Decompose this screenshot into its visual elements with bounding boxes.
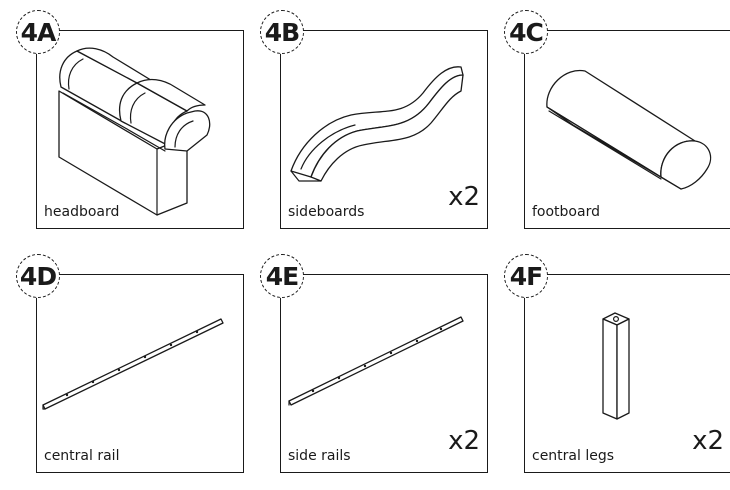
panel-frame — [36, 30, 244, 229]
panel-id-badge: 4D — [16, 254, 60, 298]
panel-frame — [36, 274, 244, 473]
panel-4a: 4A headboard — [6, 6, 252, 242]
panel-frame — [280, 30, 488, 229]
panel-label: central rail — [44, 448, 120, 464]
panel-quantity: x2 — [448, 182, 480, 212]
panel-4d: 4D central rail — [6, 250, 252, 486]
panel-label: side rails — [288, 448, 351, 464]
panel-label: headboard — [44, 204, 120, 220]
panel-4b: 4B sideboards x2 — [250, 6, 496, 242]
panel-4f: 4F central legs x2 — [494, 250, 730, 486]
panel-4e: 4E side rails x2 — [250, 250, 496, 486]
panel-quantity: x2 — [448, 426, 480, 456]
central-leg-illustration — [602, 312, 630, 420]
panel-id-badge: 4F — [504, 254, 548, 298]
footboard-illustration — [546, 69, 712, 190]
panel-id-badge: 4A — [16, 10, 60, 54]
panel-label: central legs — [532, 448, 615, 464]
panel-frame — [524, 274, 730, 473]
side-rail-illustration — [288, 316, 464, 406]
panel-frame — [280, 274, 488, 473]
panel-id-badge: 4E — [260, 254, 304, 298]
panel-label: sideboards — [288, 204, 365, 220]
headboard-illustration — [58, 47, 211, 216]
central-rail-illustration — [42, 318, 224, 410]
panel-label: footboard — [532, 204, 600, 220]
sideboard-illustration — [290, 66, 464, 182]
panel-frame — [524, 30, 730, 229]
panel-id-badge: 4C — [504, 10, 548, 54]
panel-4c: 4C footboard — [494, 6, 730, 242]
panel-quantity: x2 — [692, 426, 724, 456]
panel-id-badge: 4B — [260, 10, 304, 54]
